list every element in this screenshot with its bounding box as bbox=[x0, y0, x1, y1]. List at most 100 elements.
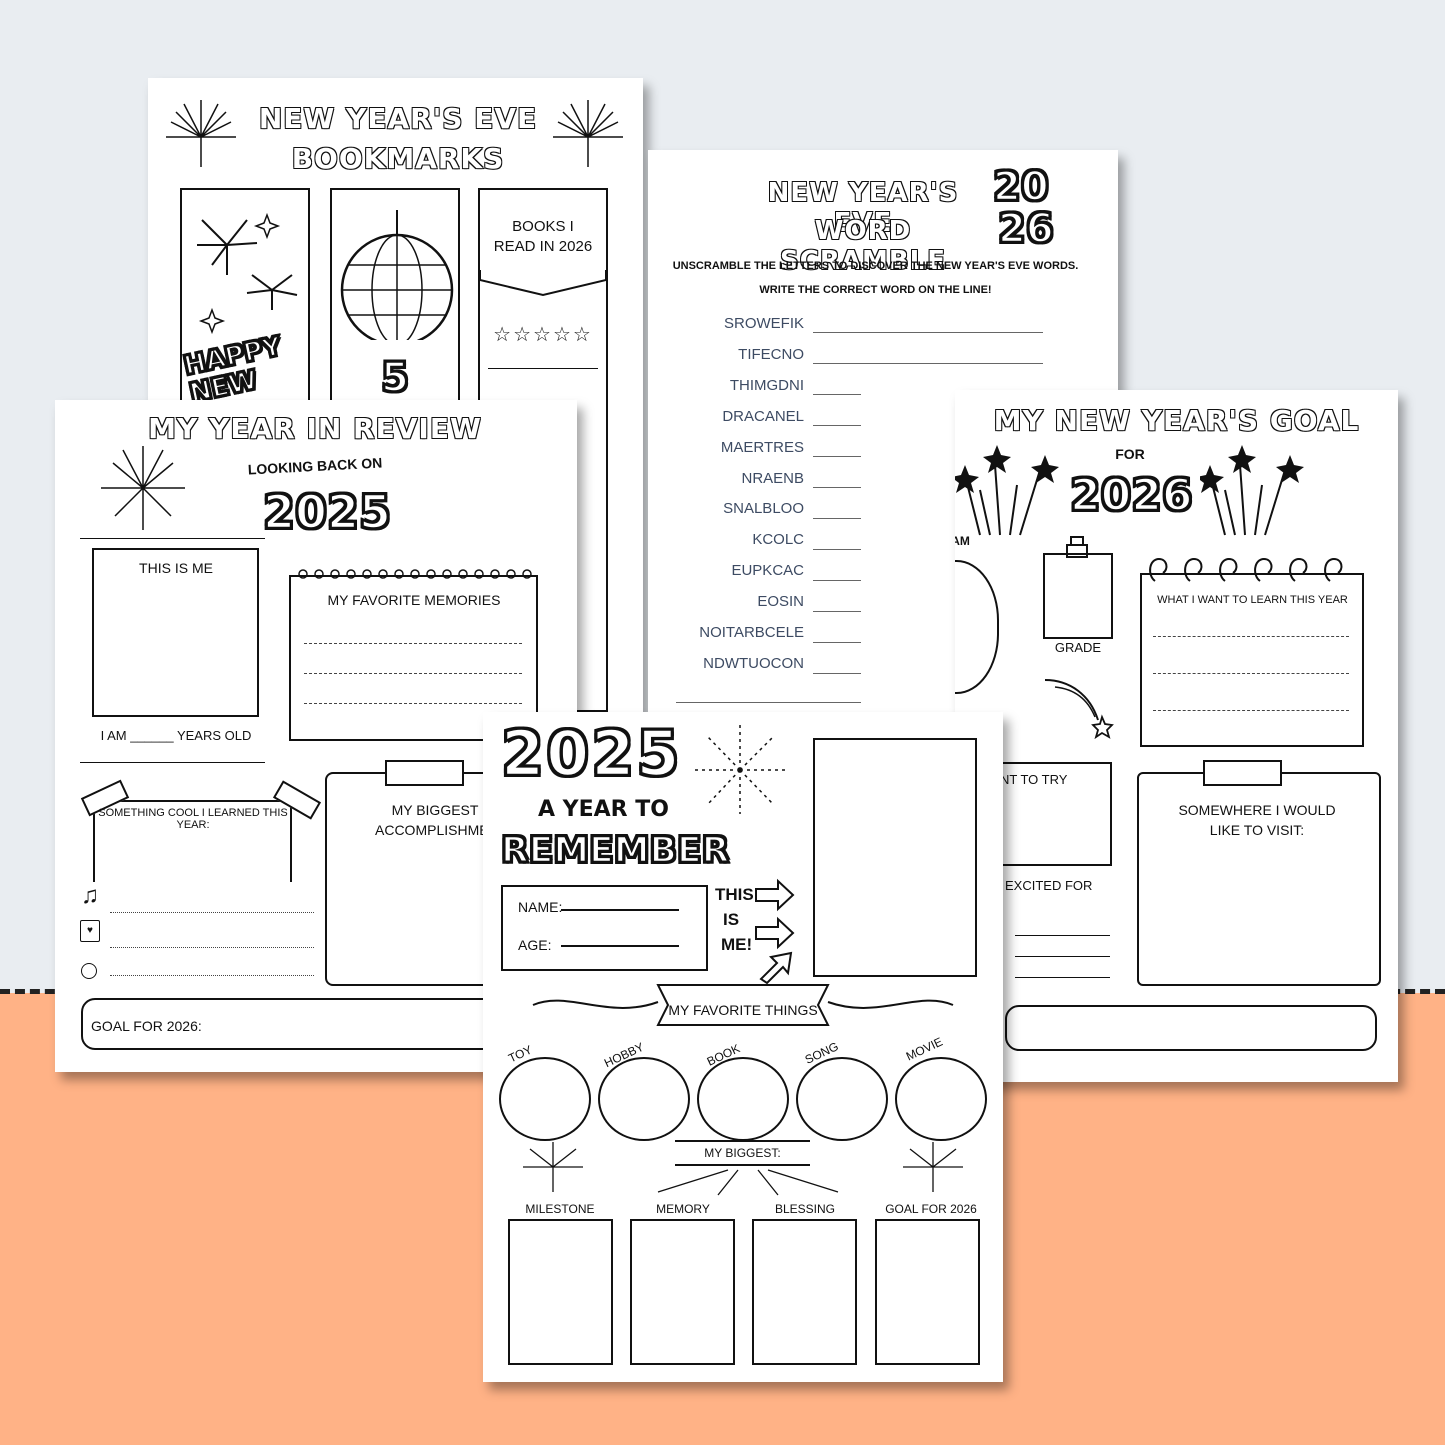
answer-line bbox=[813, 580, 861, 581]
movie-circle bbox=[895, 1057, 987, 1141]
scramble-word: EUPKCAC bbox=[731, 562, 804, 579]
answer-line bbox=[813, 673, 861, 674]
answer-line bbox=[813, 642, 861, 643]
something-cool: SOMETHING COOL I LEARNED THIS YEAR: bbox=[98, 807, 288, 831]
age-line: I AM ______ YEARS OLD bbox=[100, 728, 252, 743]
accomplishment-line1: MY BIGGEST bbox=[391, 802, 479, 818]
fireworks-icon bbox=[101, 446, 185, 530]
book-circle bbox=[697, 1057, 789, 1141]
fireworks-small-right-icon bbox=[903, 1142, 963, 1192]
this-is-me-box bbox=[92, 548, 259, 717]
remember-word: REMEMBER bbox=[500, 829, 731, 873]
goal-visit-line1: SOMEWHERE I WOULD bbox=[1178, 802, 1336, 818]
name-age-ticket bbox=[501, 885, 708, 971]
answer-line bbox=[813, 394, 861, 395]
spiral-binding-icon bbox=[298, 569, 532, 579]
favorite-things-label: MY FAVORITE THINGS bbox=[668, 1002, 818, 1018]
list-line bbox=[110, 975, 314, 976]
age-label: AGE: bbox=[518, 937, 552, 953]
learn-line bbox=[1153, 710, 1349, 711]
looking-back: LOOKING BACK ON bbox=[247, 454, 383, 478]
answer-line bbox=[813, 332, 1043, 333]
book-line bbox=[488, 368, 598, 369]
food-icon bbox=[81, 963, 97, 979]
song-circle bbox=[796, 1057, 888, 1141]
remember-subtitle: A YEAR TO bbox=[538, 797, 669, 822]
box-label-memory: MEMORY bbox=[656, 1202, 710, 1216]
binder-clip-icon bbox=[1066, 536, 1088, 558]
memories-notebook bbox=[289, 575, 538, 741]
goal-excited-partial: EXCITED FOR bbox=[1005, 878, 1093, 893]
fireworks-icon bbox=[693, 725, 788, 814]
fireworks-small-left-icon bbox=[523, 1142, 583, 1192]
memory-line bbox=[304, 673, 522, 674]
scramble-word: SROWEFIK bbox=[723, 315, 804, 332]
favorite-things-banner bbox=[532, 984, 954, 1026]
fireworks-right-icon bbox=[553, 100, 623, 167]
divider-line bbox=[80, 762, 265, 763]
is-text: IS bbox=[723, 910, 740, 929]
this-is-me: THIS IS ME bbox=[139, 560, 213, 576]
list-line bbox=[110, 912, 314, 913]
book-icon: ♥ bbox=[80, 920, 100, 942]
learned-box bbox=[93, 800, 292, 882]
scramble-word: EOSIN bbox=[757, 593, 804, 610]
excited-line bbox=[1015, 935, 1110, 936]
answer-line bbox=[676, 702, 861, 703]
tape-strip bbox=[385, 760, 464, 786]
learn-line bbox=[1153, 636, 1349, 637]
arrows-icon bbox=[755, 878, 795, 985]
fireworks-left-icon bbox=[166, 100, 236, 167]
bookmarks-title-line2: BOOKMARKS bbox=[291, 141, 505, 176]
scramble-word: KCOLC bbox=[752, 531, 804, 548]
memory-line bbox=[304, 643, 522, 644]
answer-line bbox=[813, 456, 861, 457]
box-label-milestone: MILESTONE bbox=[525, 1202, 595, 1216]
scramble-instructions-1: UNSCRAMBLE THE LETTERS TO DISCOVER THE N… bbox=[672, 260, 1079, 272]
my-biggest-banner bbox=[675, 1140, 810, 1166]
my-biggest-label: MY BIGGEST: bbox=[704, 1146, 781, 1160]
fireworks-icon bbox=[197, 212, 298, 335]
answer-line bbox=[813, 363, 1043, 364]
scramble-title-line1: NEW YEAR'S EVE bbox=[767, 177, 959, 239]
tape-strip bbox=[1203, 760, 1282, 786]
goal-sheet: MY NEW YEAR'S GOAL FOR 2026 I AM GRADE W… bbox=[955, 390, 1398, 1082]
goal-learn: WHAT I WANT TO LEARN THIS YEAR bbox=[1157, 594, 1348, 606]
excited-line bbox=[1015, 977, 1110, 978]
scramble-word: DRACANEL bbox=[722, 408, 804, 425]
stars-burst-left-icon bbox=[955, 445, 1059, 536]
toy-circle bbox=[499, 1057, 591, 1141]
goal-try-partial: NT TO TRY bbox=[1000, 772, 1068, 787]
milestone-box bbox=[508, 1219, 613, 1365]
rating-stars: ☆☆☆☆☆ bbox=[493, 324, 593, 346]
learn-line bbox=[1153, 673, 1349, 674]
name-line bbox=[561, 909, 679, 911]
stars-burst-right-icon bbox=[1200, 445, 1304, 536]
scramble-instructions-2: WRITE THE CORRECT WORD ON THE LINE! bbox=[759, 284, 992, 296]
box-label-blessing: BLESSING bbox=[774, 1202, 836, 1216]
box-label-goal: GOAL FOR 2026 bbox=[885, 1202, 977, 1216]
happy-new-text: HAPPY NEW bbox=[180, 330, 285, 410]
answer-line bbox=[813, 425, 861, 426]
review-year: 2025 bbox=[262, 484, 393, 541]
goal-visit-line2: LIKE TO VISIT: bbox=[1209, 822, 1305, 838]
this-text: THIS bbox=[715, 885, 754, 904]
scramble-word: MAERTRES bbox=[720, 439, 804, 456]
hobby-circle bbox=[598, 1057, 690, 1141]
shooting-star-icon bbox=[1044, 679, 1114, 740]
scramble-title-line2: WORD SCRAMBLE bbox=[779, 215, 946, 277]
scramble-year-top: 20 bbox=[992, 163, 1050, 212]
scramble-word: NOITARBCELE bbox=[699, 624, 804, 641]
remember-year: 2025 bbox=[500, 716, 682, 792]
goal-for: FOR bbox=[1115, 446, 1145, 462]
goal-year: 2026 bbox=[1069, 469, 1194, 523]
blessing-box bbox=[752, 1219, 857, 1365]
scramble-word: TIFECNO bbox=[738, 346, 804, 363]
notebook-rings-icon bbox=[1149, 557, 1343, 582]
cloud-frame bbox=[955, 560, 999, 694]
scramble-year-bottom: 26 bbox=[997, 205, 1055, 254]
scramble-word: THIMGDNI bbox=[729, 377, 804, 394]
scramble-word: SNALBLOO bbox=[723, 500, 804, 517]
excited-line bbox=[1015, 956, 1110, 957]
favorite-memories: MY FAVORITE MEMORIES bbox=[327, 592, 501, 608]
